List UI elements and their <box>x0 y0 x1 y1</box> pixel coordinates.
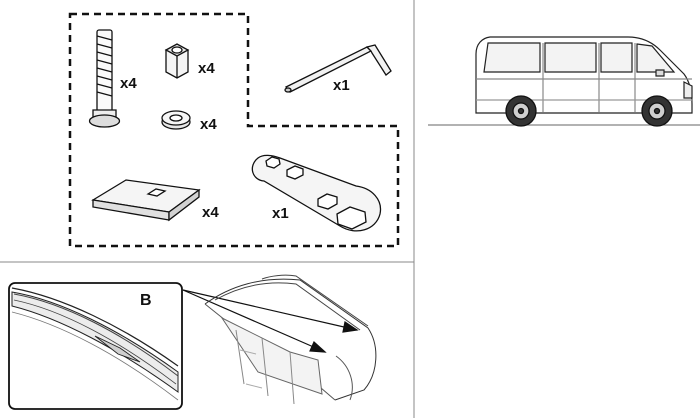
washer-quantity: x4 <box>200 116 217 133</box>
bolt-quantity: x4 <box>120 75 137 92</box>
van-roof-view <box>204 274 377 405</box>
carriage-bolt-icon <box>88 29 121 128</box>
wrench-quantity: x1 <box>272 205 289 222</box>
van-wheel-front <box>641 95 673 127</box>
hex-nut-icon <box>164 43 190 79</box>
nut-quantity: x4 <box>198 60 215 77</box>
kit-contents-boundary <box>68 12 400 248</box>
allen-key-icon <box>284 44 392 93</box>
multi-hex-wrench-icon <box>251 154 382 232</box>
hex-key-quantity: x1 <box>333 77 350 94</box>
van-wheel-rear <box>505 95 537 127</box>
roof-rail-detail-inset <box>8 282 183 410</box>
callout-arrows <box>182 289 359 353</box>
square-hole-plate-icon <box>91 179 201 222</box>
flat-washer-icon <box>161 110 191 130</box>
plate-quantity: x4 <box>202 204 219 221</box>
detail-label: B <box>140 292 152 309</box>
